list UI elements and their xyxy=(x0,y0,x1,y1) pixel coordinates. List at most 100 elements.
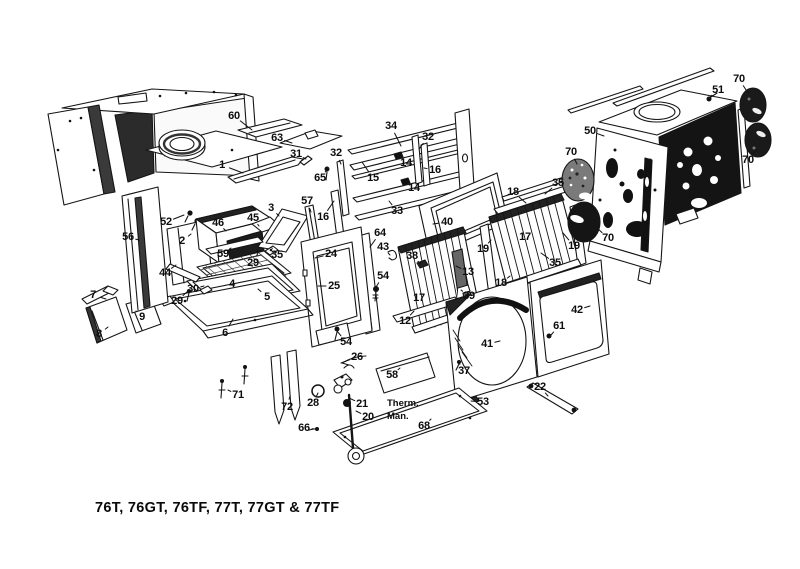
part-label-1: 1 xyxy=(219,159,225,171)
part-label-21: 21 xyxy=(356,398,368,410)
part-label-6: 6 xyxy=(222,327,228,339)
part-label-13: 13 xyxy=(462,266,474,278)
thermostat-manual-note: Therm. Man. xyxy=(387,398,419,423)
part-32-left-shape xyxy=(337,160,349,216)
part-label-56: 56 xyxy=(122,231,134,243)
part-label-22: 22 xyxy=(534,381,546,393)
part-label-45: 45 xyxy=(247,212,259,224)
part-label-16: 16 xyxy=(317,211,329,223)
part-label-39: 39 xyxy=(463,290,475,302)
part-label-17: 17 xyxy=(413,292,425,304)
part-label-20: 20 xyxy=(362,411,374,423)
part-label-37: 37 xyxy=(458,365,470,377)
part-label-53: 53 xyxy=(477,396,489,408)
part-70-discs-shape xyxy=(562,88,771,242)
part-label-35: 35 xyxy=(552,177,564,189)
part-label-57: 57 xyxy=(301,195,313,207)
part-label-16: 16 xyxy=(429,164,441,176)
part-label-41: 41 xyxy=(481,338,493,350)
part-label-44: 44 xyxy=(159,267,171,279)
part-71-bolts-shape xyxy=(219,365,248,398)
part-label-32: 32 xyxy=(422,131,434,143)
part-8-shape xyxy=(86,297,127,343)
part-label-29: 29 xyxy=(171,295,183,307)
part-label-61: 61 xyxy=(553,320,565,332)
part-30-shape xyxy=(200,286,212,294)
part-61-screw-shape xyxy=(546,333,552,339)
part-7-shape xyxy=(82,286,118,304)
part-label-17: 17 xyxy=(519,231,531,243)
part-label-4: 4 xyxy=(229,278,235,290)
part-label-50: 50 xyxy=(584,125,596,137)
part-label-54: 54 xyxy=(377,270,389,282)
part-label-26: 26 xyxy=(351,351,363,363)
part-54-lower-screw-shape xyxy=(335,326,340,341)
part-56-shape xyxy=(122,187,168,313)
part-label-70: 70 xyxy=(733,73,745,85)
part-59-shape xyxy=(206,237,263,254)
part-label-54: 54 xyxy=(340,336,352,348)
part-54-right-screw-shape xyxy=(373,286,379,301)
part-31-shape xyxy=(300,156,312,165)
part-label-46: 46 xyxy=(212,217,224,229)
part-label-70: 70 xyxy=(602,232,614,244)
part-51-screw-shape xyxy=(706,93,718,102)
part-label-19: 19 xyxy=(477,243,489,255)
part-60-shape xyxy=(238,119,302,137)
part-label-70: 70 xyxy=(565,146,577,158)
part-label-66: 66 xyxy=(298,422,310,434)
part-68-shape xyxy=(333,388,487,455)
part-label-52: 52 xyxy=(160,216,172,228)
part-label-33: 33 xyxy=(391,205,403,217)
part-label-51: 51 xyxy=(712,84,724,96)
part-label-64: 64 xyxy=(374,227,386,239)
part-label-25: 25 xyxy=(328,280,340,292)
part-label-12: 12 xyxy=(399,315,411,327)
part-label-71: 71 xyxy=(232,389,244,401)
part-label-9: 9 xyxy=(139,311,145,323)
part-50-body-shape xyxy=(568,68,750,284)
part-label-18: 18 xyxy=(495,277,507,289)
part-29-left-screw-shape xyxy=(187,289,191,301)
part-label-72: 72 xyxy=(281,401,293,413)
part-72-shape xyxy=(271,350,300,424)
part-label-32: 32 xyxy=(330,147,342,159)
part-label-24: 24 xyxy=(325,248,337,260)
part-label-5: 5 xyxy=(264,291,270,303)
part-42-shape xyxy=(530,260,609,377)
leader-lines xyxy=(101,86,756,429)
part-label-70: 70 xyxy=(742,154,754,166)
part-flue-collar-shape xyxy=(159,130,205,160)
thermostat-note-line2: Man. xyxy=(387,410,409,422)
part-label-60: 60 xyxy=(228,110,240,122)
part-label-35: 35 xyxy=(271,249,283,261)
part-35-latch-shape xyxy=(265,246,278,255)
part-label-34: 34 xyxy=(385,120,397,132)
part-label-38: 38 xyxy=(406,250,418,262)
part-label-58: 58 xyxy=(386,369,398,381)
part-label-31: 31 xyxy=(290,148,302,160)
part-58-shape xyxy=(376,353,435,393)
part-43-shape xyxy=(388,250,397,260)
thermostat-note-line1: Therm. xyxy=(387,398,419,409)
part-label-14: 14 xyxy=(400,157,412,169)
part-label-18: 18 xyxy=(507,186,519,198)
part-label-68: 68 xyxy=(418,420,430,432)
part-label-42: 42 xyxy=(571,304,583,316)
part-label-29: 29 xyxy=(247,257,259,269)
part-65-screw-shape xyxy=(324,166,330,181)
part-label-14: 14 xyxy=(408,182,420,194)
part-28-shape xyxy=(312,385,324,397)
part-label-65: 65 xyxy=(314,172,326,184)
part-20-shape xyxy=(343,395,364,464)
part-label-7: 7 xyxy=(90,289,96,301)
part-label-43: 43 xyxy=(377,241,389,253)
part-label-15: 15 xyxy=(367,172,379,184)
part-label-59: 59 xyxy=(217,248,229,260)
part-22-shape xyxy=(527,383,578,414)
model-caption: 76T, 76GT, 76TF, 77T, 77GT & 77TF xyxy=(95,500,340,516)
part-41-shape xyxy=(446,277,537,402)
